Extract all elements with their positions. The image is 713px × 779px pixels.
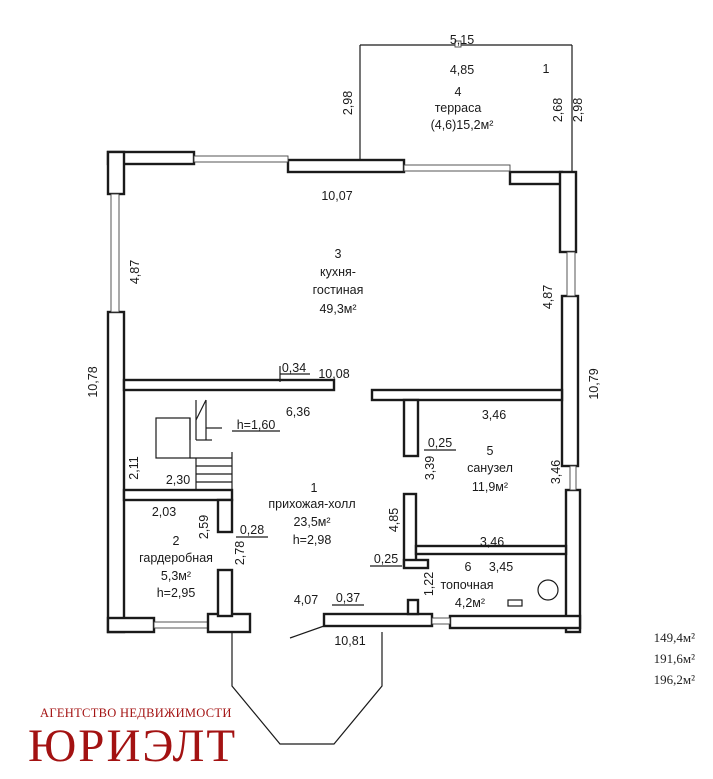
agency-subtitle: АГЕНТСТВО НЕДВИЖИМОСТИ <box>40 706 232 720</box>
dim-label: 10,81 <box>334 634 365 648</box>
dim-label: 3,46 <box>480 535 504 549</box>
dim-label: 0,34 <box>282 361 306 375</box>
room-terrace: 4 терраса (4,6)15,2м² <box>431 85 494 132</box>
room-kitchen: 3 кухня- гостиная 49,3м² <box>313 247 364 316</box>
area-totals: 149,4м² 191,6м² 196,2м² <box>654 627 695 690</box>
room-name: кухня- <box>320 265 356 279</box>
dim-label: 6,36 <box>286 405 310 419</box>
dim-label: 2,30 <box>166 473 190 487</box>
room-name: гардеробная <box>139 551 213 565</box>
room-area: 23,5м² <box>293 515 330 529</box>
dim-label: 2,59 <box>197 515 211 539</box>
room-number: 2 <box>173 534 180 548</box>
dim-label: 4,87 <box>128 260 142 284</box>
dim-label: 0,25 <box>428 436 452 450</box>
dim-label: 0,28 <box>240 523 264 537</box>
dim-label: 2,03 <box>152 505 176 519</box>
dim-label: 10,07 <box>321 189 352 203</box>
room-bathroom: 5 санузел 11,9м² <box>467 444 513 494</box>
dim-label: h=1,60 <box>237 418 276 432</box>
dim-label: 10,08 <box>318 367 349 381</box>
interior-walls <box>122 378 568 745</box>
dim-label: 1 <box>543 62 550 76</box>
terrace-outline <box>359 40 573 172</box>
dim-label: 3,45 <box>489 560 513 574</box>
room-height: h=2,98 <box>293 533 332 547</box>
room-number: 6 <box>465 560 472 574</box>
room-hall: 1 прихожая-холл 23,5м² h=2,98 <box>268 481 355 547</box>
dim-label: 2,11 <box>127 456 141 479</box>
dim-label: 2,98 <box>571 98 585 122</box>
dim-label: 1,22 <box>422 572 436 596</box>
dim-label: 10,79 <box>587 368 601 399</box>
agency-name: ЮРИЭЛТ <box>28 720 238 772</box>
room-area: 4,2м² <box>455 596 485 610</box>
room-name: санузел <box>467 461 513 475</box>
room-number: 4 <box>455 85 462 99</box>
room-name: гостиная <box>313 283 364 297</box>
room-area: 49,3м² <box>319 302 356 316</box>
dimensions: 5,15 4,85 1 2,98 2,68 2,98 10,07 4,87 4,… <box>86 33 601 648</box>
room-area: 5,3м² <box>161 569 191 583</box>
dim-label: 2,68 <box>551 98 565 122</box>
room-name: топочная <box>440 578 493 592</box>
dim-label: 3,46 <box>549 460 563 484</box>
agency-logo: АГЕНТСТВО НЕДВИЖИМОСТИ ЮРИЭЛТ <box>28 706 237 771</box>
dim-label: 4,85 <box>450 63 474 77</box>
dim-label: 10,78 <box>86 366 100 397</box>
dim-label: 2,78 <box>233 541 247 565</box>
room-number: 3 <box>335 247 342 261</box>
room-area: (4,6)15,2м² <box>431 118 494 132</box>
total-area-2: 191,6м² <box>653 651 695 666</box>
room-boiler: 6 топочная 4,2м² <box>440 560 493 610</box>
dim-label: 0,25 <box>374 552 398 566</box>
room-number: 5 <box>487 444 494 458</box>
dim-label: 5,15 <box>450 33 474 47</box>
dim-label: 4,85 <box>387 508 401 532</box>
total-area-3: 196,2м² <box>653 672 695 687</box>
dim-label: 2,98 <box>341 91 355 115</box>
dim-label: 4,07 <box>294 593 318 607</box>
room-area: 11,9м² <box>472 480 508 494</box>
dim-label: 0,37 <box>336 591 360 605</box>
dim-label: 4,87 <box>541 285 555 309</box>
dim-label: 3,39 <box>423 456 437 480</box>
room-number: 1 <box>311 481 318 495</box>
room-name: прихожая-холл <box>268 497 355 511</box>
dim-label: 3,46 <box>482 408 506 422</box>
total-area-1: 149,4м² <box>653 630 695 645</box>
room-name: терраса <box>435 101 482 115</box>
room-wardrobe: 2 гардеробная 5,3м² h=2,95 <box>139 534 213 600</box>
room-height: h=2,95 <box>157 586 196 600</box>
exterior-walls <box>106 150 582 634</box>
